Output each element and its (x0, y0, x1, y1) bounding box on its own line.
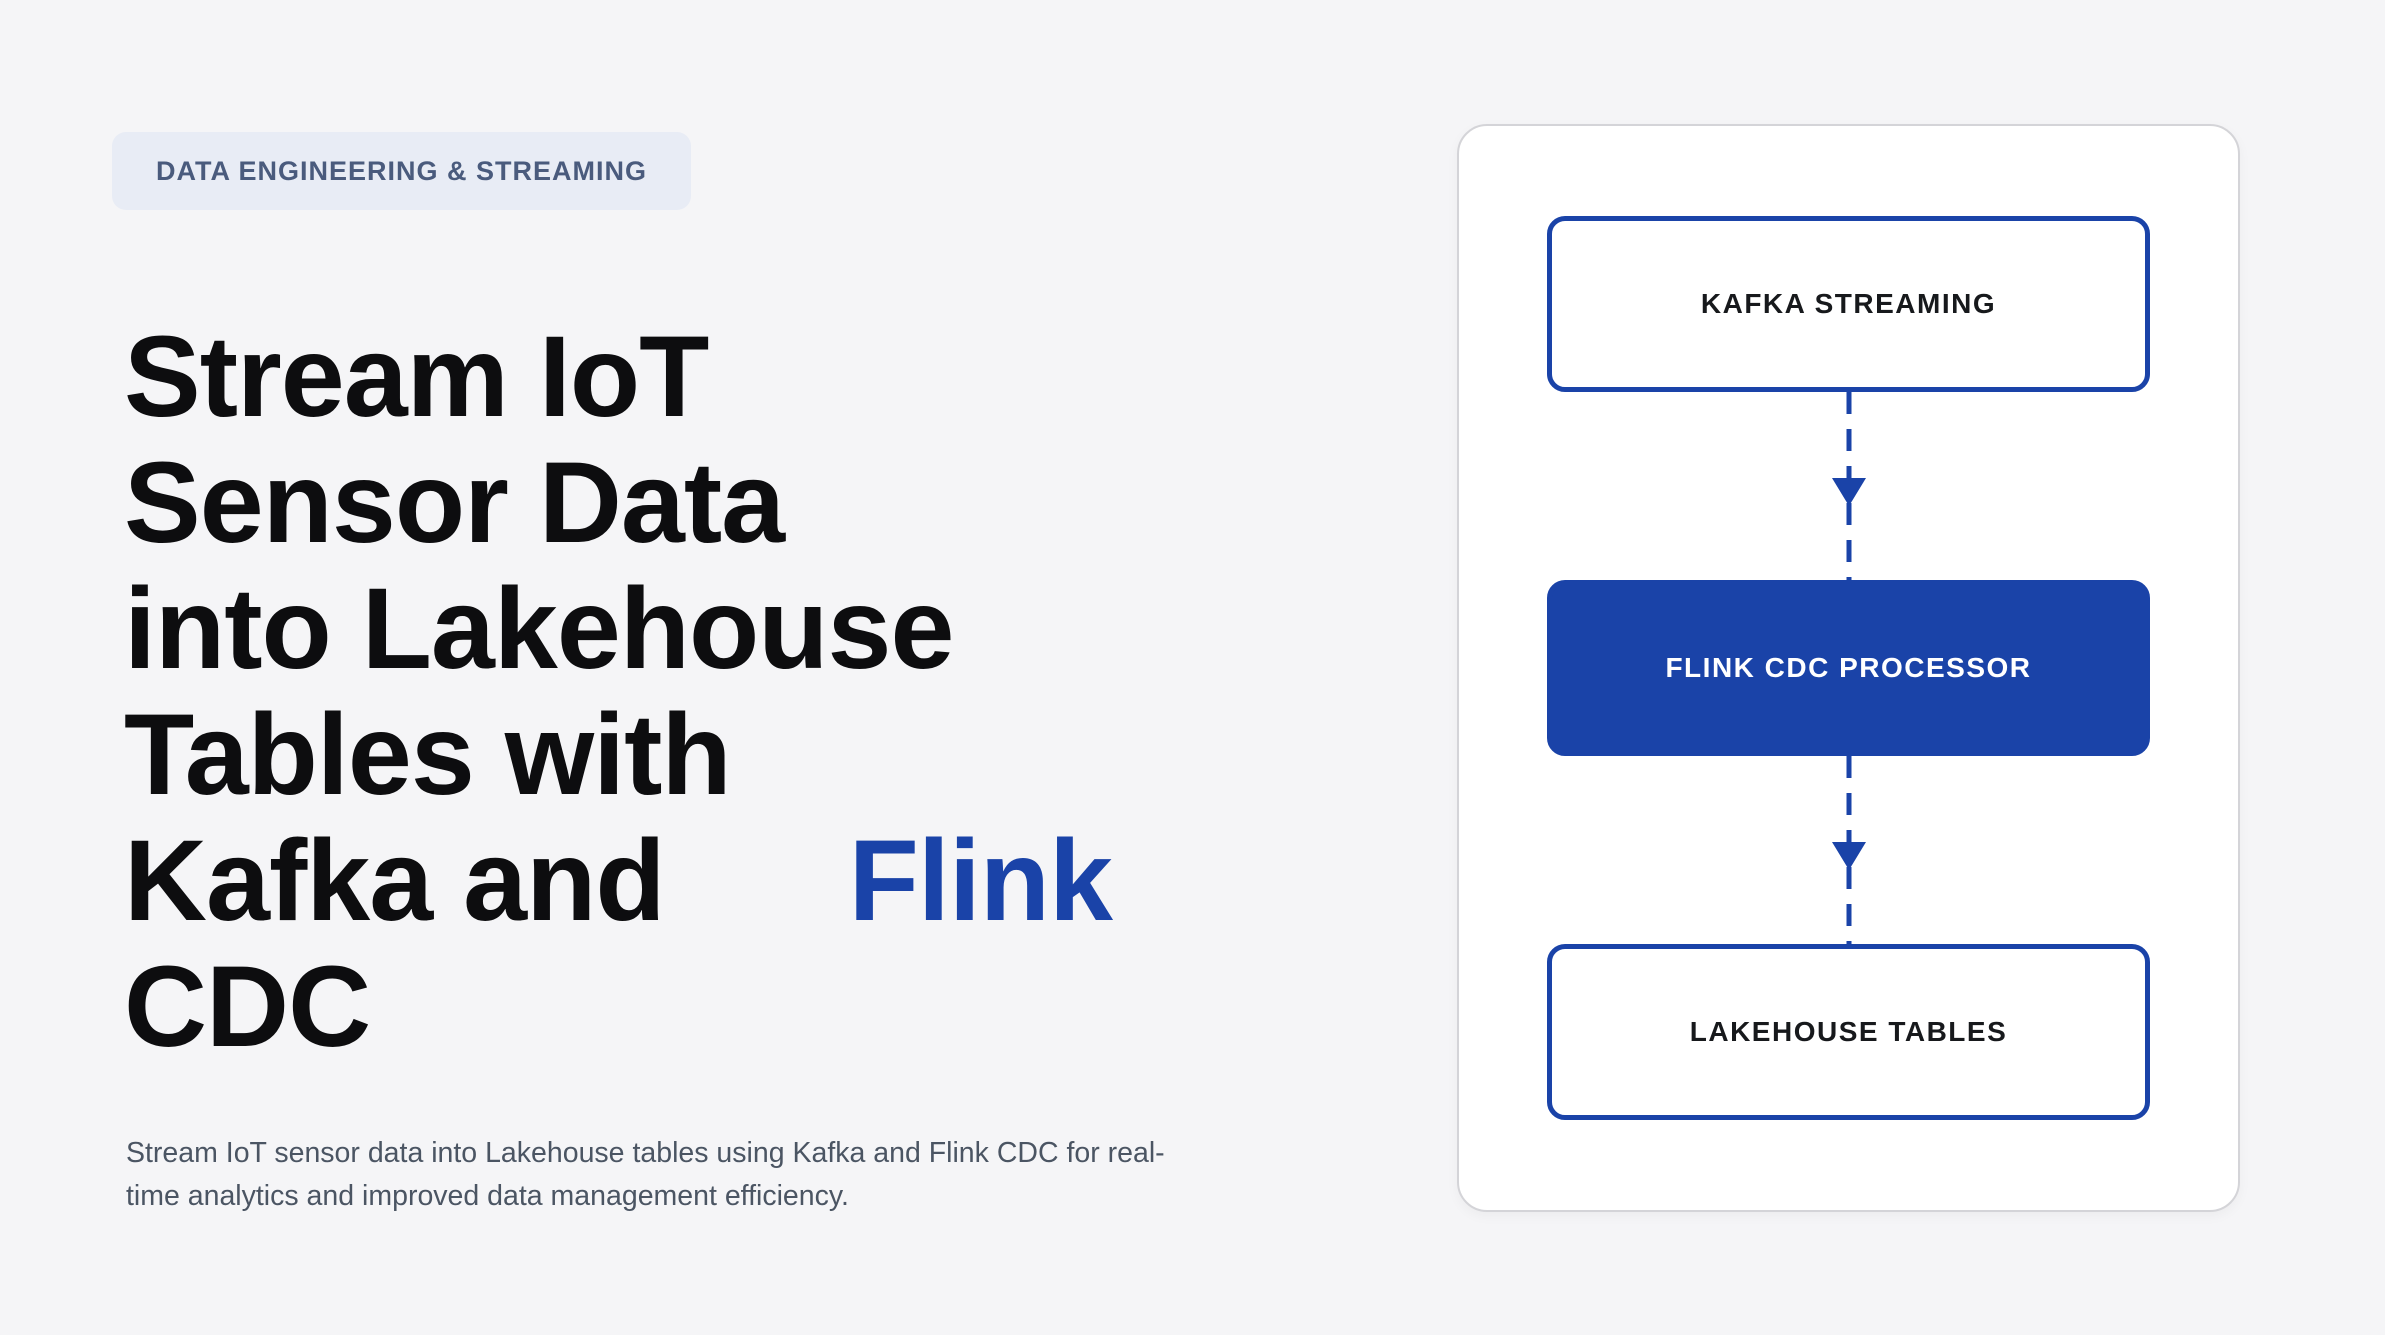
title-line-2: Sensor Data (124, 439, 785, 567)
flow-diagram: KAFKA STREAMING FLINK CDC PROCESSOR LAKE… (1547, 216, 2150, 1120)
connector-flink-to-lakehouse (1547, 756, 2150, 944)
title-line-4: Tables with (124, 691, 732, 819)
title-line-1: Stream IoT (124, 313, 709, 441)
arrow-down-icon (1831, 842, 1866, 871)
category-badge: DATA ENGINEERING & STREAMING (112, 132, 692, 210)
diagram-card: KAFKA STREAMING FLINK CDC PROCESSOR LAKE… (1457, 124, 2240, 1212)
diagram-node-lakehouse-tables: LAKEHOUSE TABLES (1547, 944, 2150, 1120)
connector-kafka-to-flink (1547, 392, 2150, 580)
hero-description: Stream IoT sensor data into Lakehouse ta… (126, 1137, 1165, 1212)
title-line-6: CDC (124, 943, 371, 1071)
diagram-node-flink-cdc-processor: FLINK CDC PROCESSOR (1547, 580, 2150, 756)
diagram-node-kafka-streaming: KAFKA STREAMING (1547, 216, 2150, 392)
title-accent-word: Flink (848, 817, 1113, 945)
title-line-3: into Lakehouse (124, 565, 954, 693)
title-line-5: Kafka and (124, 817, 666, 945)
arrow-down-icon (1831, 478, 1866, 507)
